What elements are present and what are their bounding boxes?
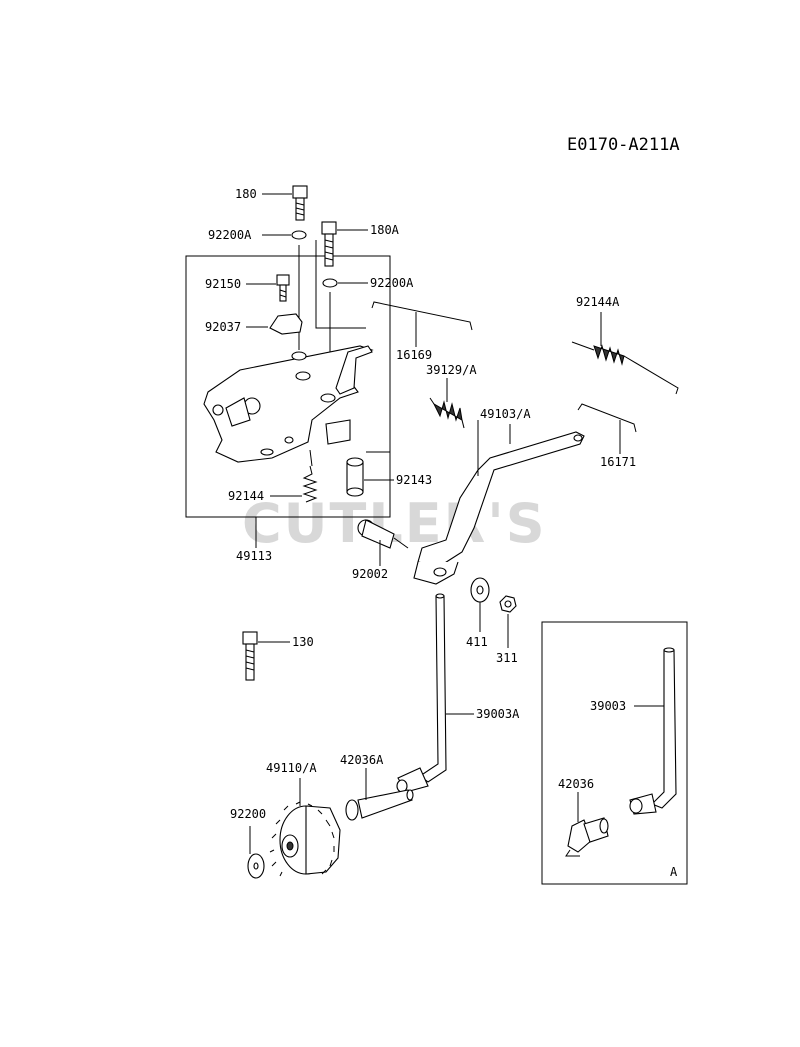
label-411: 411	[466, 635, 488, 649]
label-92037: 92037	[205, 320, 241, 334]
washer-92200-icon	[247, 853, 265, 879]
shaft-39003a-icon	[396, 593, 447, 793]
washer-92200a-icon	[291, 230, 307, 240]
bushing-42036a-icon	[345, 789, 414, 821]
label-92144a: 92144A	[576, 295, 620, 309]
label-39003a: 39003A	[476, 707, 520, 721]
control-plate-49113-icon	[203, 345, 374, 463]
washer-92200a-2-icon	[322, 278, 338, 288]
inset-box-a	[541, 621, 688, 885]
bushing-42036-icon	[565, 817, 609, 857]
bolt-92150-icon	[276, 274, 290, 302]
label-49103a: 49103/A	[480, 407, 531, 421]
label-180a: 180A	[370, 223, 400, 237]
collar-92143-icon	[346, 457, 364, 497]
bolt-180a-icon	[321, 221, 337, 267]
watermark: CUTLER'S	[242, 492, 547, 555]
label-49113: 49113	[236, 549, 272, 563]
label-42036: 42036	[558, 777, 594, 791]
label-92200a-1: 92200A	[208, 228, 252, 242]
label-311: 311	[496, 651, 518, 665]
gear-49110a-icon	[269, 801, 341, 877]
label-92144: 92144	[228, 489, 264, 503]
rod-16169-icon	[371, 301, 473, 331]
bolt-130-icon	[242, 631, 258, 681]
label-16169: 16169	[396, 348, 432, 362]
label-49110a: 49110/A	[266, 761, 317, 775]
label-92143: 92143	[396, 473, 432, 487]
inset-tag: A	[670, 865, 678, 879]
spring-92144a-icon	[571, 341, 679, 395]
spring-39129a-icon	[429, 397, 465, 429]
label-92200: 92200	[230, 807, 266, 821]
shaft-39003-icon	[629, 647, 677, 815]
label-92150: 92150	[205, 277, 241, 291]
label-16171: 16171	[600, 455, 636, 469]
rod-16171-icon	[577, 403, 637, 433]
label-92002: 92002	[352, 567, 388, 581]
pin-92002-icon	[357, 519, 409, 549]
label-180: 180	[235, 187, 257, 201]
bolt-180-icon	[292, 185, 308, 221]
lever-49103a-icon	[413, 431, 585, 585]
clamp-92037-icon	[269, 313, 303, 335]
label-130: 130	[292, 635, 314, 649]
spring-92144-icon	[302, 449, 318, 503]
nut-311-icon	[499, 595, 517, 613]
label-39129a: 39129/A	[426, 363, 477, 377]
label-42036a: 42036A	[340, 753, 384, 767]
washer-411-icon	[470, 577, 490, 603]
label-39003: 39003	[590, 699, 626, 713]
diagram-code: E0170-A211A	[567, 135, 680, 155]
label-92200a-2: 92200A	[370, 276, 414, 290]
